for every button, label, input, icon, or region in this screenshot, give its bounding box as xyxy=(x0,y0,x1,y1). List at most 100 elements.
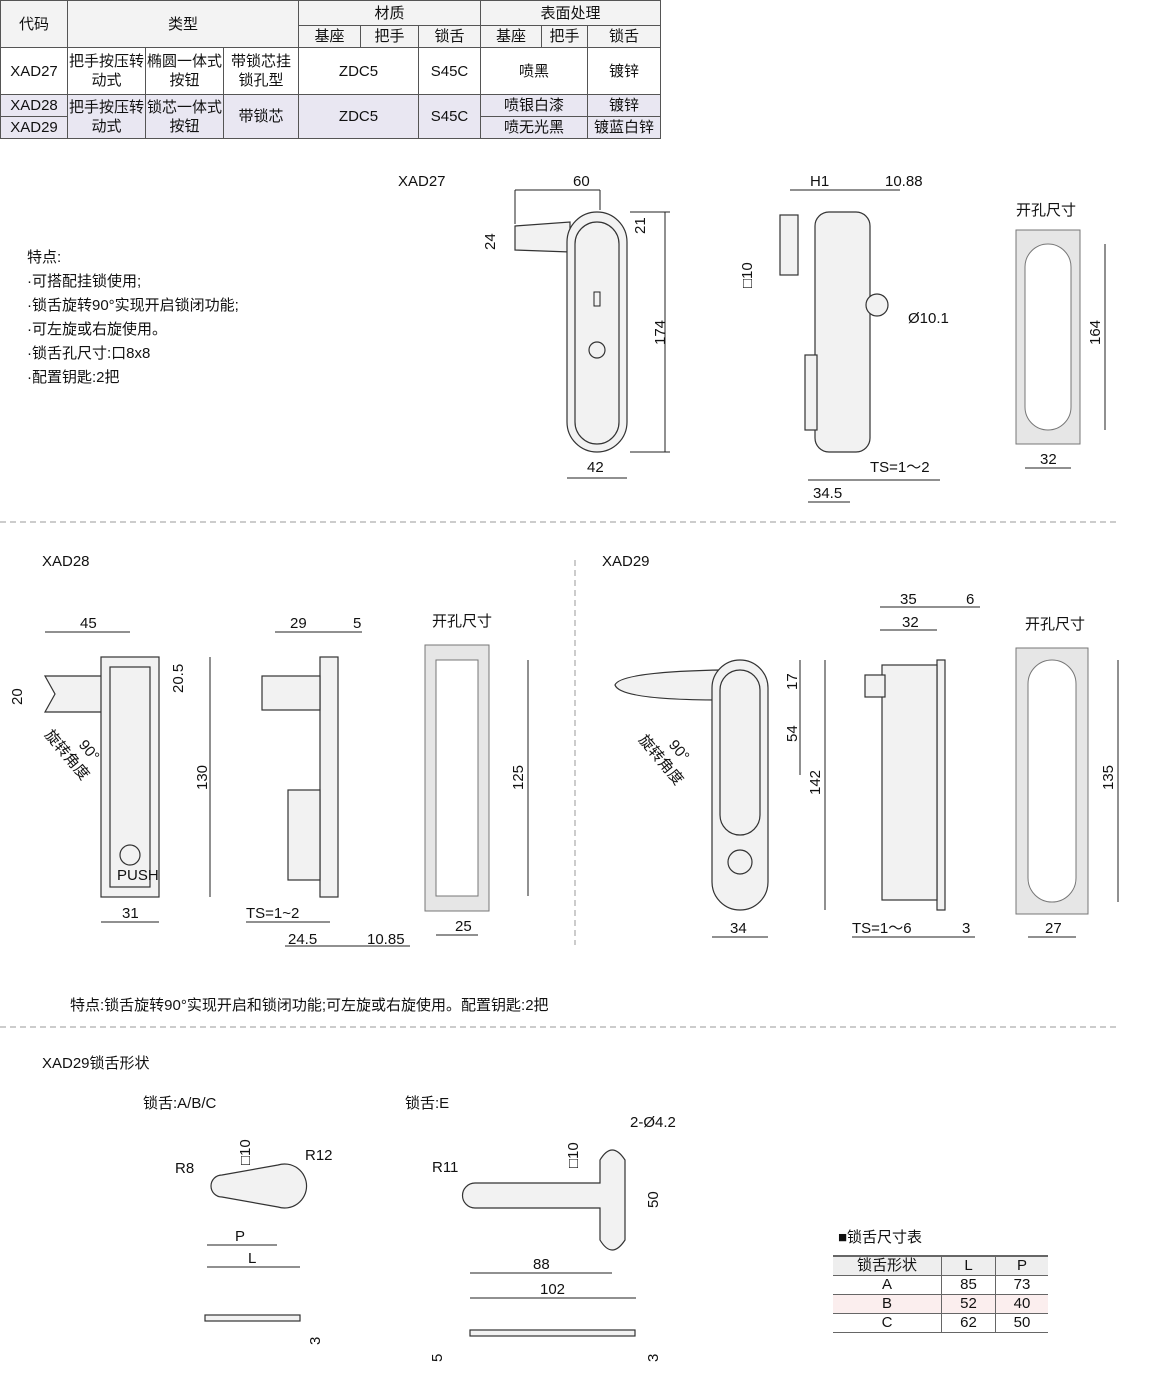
cell: 带锁芯挂锁孔型 xyxy=(223,47,299,95)
cell: S45C xyxy=(418,94,481,139)
push-label: PUSH xyxy=(117,867,159,884)
cell: 锁芯一体式按钮 xyxy=(145,94,224,139)
xad28-side-view xyxy=(246,631,410,947)
dim-label: 34.5 xyxy=(813,485,842,502)
features-note: 特点:锁舌旋转90°实现开启和锁闭功能;可左旋或右旋使用。配置钥匙:2把 xyxy=(70,997,549,1014)
dim-label: P xyxy=(235,1228,245,1245)
dim-label: □10 xyxy=(237,1139,254,1165)
cutout-title: 开孔尺寸 xyxy=(1016,202,1076,219)
dim-label: 88 xyxy=(533,1256,550,1273)
dim-label: 29 xyxy=(290,615,307,632)
features-list: 特点: ·可搭配挂锁使用; ·锁舌旋转90°实现开启锁闭功能; ·可左旋或右旋使… xyxy=(27,246,239,390)
cell: 40 xyxy=(995,1294,1048,1314)
feature-item: ·锁舌旋转90°实现开启锁闭功能; xyxy=(27,297,239,314)
dim-label: TS=1~2 xyxy=(246,905,299,922)
dim-label: H1 xyxy=(810,173,829,190)
header-cell: 锁舌形状 xyxy=(833,1255,942,1276)
dim-label: 10.88 xyxy=(885,173,923,190)
feature-item: ·配置钥匙:2把 xyxy=(27,369,120,386)
header-base: 基座 xyxy=(298,25,361,48)
dim-label: R12 xyxy=(305,1147,333,1164)
header-code: 代码 xyxy=(0,0,68,48)
cell: 把手按压转动式 xyxy=(67,47,146,95)
dim-label: 60 xyxy=(573,173,590,190)
dim-label: 20 xyxy=(9,688,26,705)
dim-label: □10 xyxy=(739,262,756,288)
tongue-abc-label: 锁舌:A/B/C xyxy=(143,1095,217,1112)
cell: A xyxy=(833,1275,942,1295)
dim-label: 25 xyxy=(455,918,472,935)
header-base: 基座 xyxy=(480,25,542,48)
dim-label: 31 xyxy=(122,905,139,922)
cell: 85 xyxy=(941,1275,996,1295)
xad28-cutout xyxy=(424,644,529,936)
dim-label: 125 xyxy=(510,765,527,790)
dim-label: 5 xyxy=(353,615,361,632)
feature-item: ·可左旋或右旋使用。 xyxy=(27,321,167,338)
tongue-e-drawing xyxy=(461,1149,636,1337)
dim-label: □10 xyxy=(565,1142,582,1168)
header-cell: L xyxy=(941,1255,996,1276)
dim-label: 10.85 xyxy=(367,931,405,948)
dim-label: 24.5 xyxy=(288,931,317,948)
cell: 62 xyxy=(941,1313,996,1333)
dim-label: R8 xyxy=(175,1160,194,1177)
dim-label: 17 xyxy=(784,673,801,690)
cell: 喷银白漆 xyxy=(480,94,588,117)
header-surface: 表面处理 xyxy=(480,0,661,26)
dim-label: 42 xyxy=(587,459,604,476)
dim-label: 27 xyxy=(1045,920,1062,937)
xad29-label: XAD29 xyxy=(602,553,650,570)
cell: ZDC5 xyxy=(298,94,419,139)
xad27-side-view xyxy=(779,189,940,503)
dim-label: L xyxy=(248,1250,256,1267)
tongue-abc-drawing xyxy=(204,1163,308,1322)
feature-item: ·可搭配挂锁使用; xyxy=(27,273,142,290)
dim-label: 102 xyxy=(540,1281,565,1298)
dim-label: R11 xyxy=(432,1159,458,1176)
dim-label: 32 xyxy=(902,614,919,631)
cell: 喷无光黑 xyxy=(480,116,588,139)
dim-label: 135 xyxy=(1100,765,1117,790)
cell: 椭圆一体式 按钮 xyxy=(145,47,224,95)
xad27-cutout xyxy=(1015,229,1106,469)
tongue-e-label: 锁舌:E xyxy=(405,1095,449,1112)
dim-label: 24 xyxy=(482,233,499,250)
xad28-front-view xyxy=(43,631,211,923)
dim-label: 3 xyxy=(645,1354,662,1362)
dim-label: 3 xyxy=(962,920,970,937)
dim-label: 6 xyxy=(966,591,974,608)
dim-label: 50 xyxy=(645,1191,662,1208)
dim-label: 32 xyxy=(1040,451,1057,468)
dim-label: 130 xyxy=(194,765,211,790)
dim-label: 164 xyxy=(1087,320,1104,345)
xad27-label: XAD27 xyxy=(398,173,446,190)
cell: B xyxy=(833,1294,942,1314)
dim-label: 21 xyxy=(632,217,649,234)
dim-label: TS=1～2 xyxy=(870,459,930,476)
xad29-side-view xyxy=(852,606,980,938)
dim-label: Ø10.1 xyxy=(908,310,949,327)
xad28-label: XAD28 xyxy=(42,553,90,570)
cell: XAD29 xyxy=(0,116,68,139)
cell: 50 xyxy=(995,1313,1048,1333)
header-handle: 把手 xyxy=(541,25,588,48)
cell: 把手按压转动式 xyxy=(67,94,146,139)
header-cell: P xyxy=(995,1255,1048,1276)
features-title: 特点: xyxy=(27,249,62,266)
cell: XAD28 xyxy=(0,94,68,117)
xad29-front-view xyxy=(614,659,826,938)
cell: 镀锌 xyxy=(587,47,661,95)
dim-label: 45 xyxy=(80,615,97,632)
dim-label: 142 xyxy=(807,770,824,795)
cell: 带锁芯 xyxy=(223,94,299,139)
cutout-title: 开孔尺寸 xyxy=(432,613,492,630)
